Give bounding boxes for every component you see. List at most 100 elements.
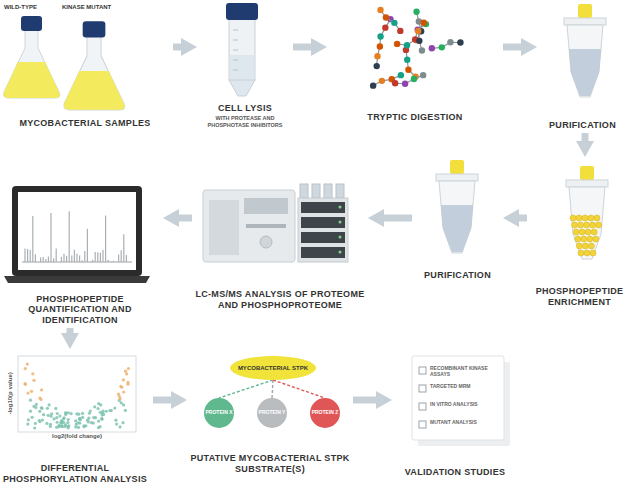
flow-arrow: [67, 328, 74, 337]
data-point: [115, 422, 118, 425]
data-point: [87, 420, 90, 423]
data-point: [67, 424, 70, 427]
data-point: [54, 407, 57, 410]
bead: [590, 222, 596, 228]
amino-acid: [373, 63, 379, 69]
data-point: [38, 420, 41, 423]
amino-acid: [394, 41, 400, 47]
peptide-bond: [397, 24, 426, 45]
data-point: [58, 424, 61, 427]
flow-arrow: [582, 133, 589, 145]
data-point: [81, 412, 84, 415]
flow-arrow: [153, 397, 175, 404]
data-point: [100, 418, 103, 421]
data-point: [92, 422, 95, 425]
spectrum-peak: [76, 254, 77, 262]
data-point: [93, 405, 96, 408]
data-point: [57, 425, 60, 428]
spectrum-peak: [82, 260, 83, 262]
data-point: [40, 388, 43, 391]
spectrum-peak: [53, 258, 54, 262]
substrate-step: PUTATIVE MYCOBACTERIAL STPK SUBSTRATE(S)…: [190, 352, 350, 474]
data-point: [105, 410, 108, 413]
amino-acid: [411, 76, 417, 82]
amino-acid: [374, 53, 380, 59]
data-point: [26, 422, 29, 425]
data-point: [58, 414, 61, 417]
data-point: [42, 413, 45, 416]
spectrum-peak: [37, 261, 38, 263]
data-point: [27, 418, 30, 421]
amino-acid: [392, 80, 398, 86]
step-caption: PURIFICATION: [540, 120, 625, 130]
data-point: [75, 423, 78, 426]
flask-label: WILD-TYPE: [4, 4, 54, 11]
data-point: [34, 422, 37, 425]
amino-acid: [457, 39, 463, 45]
amino-acid: [439, 44, 445, 50]
spectrum-peak: [95, 252, 96, 262]
flask-wild-type: [4, 16, 60, 98]
spectrum-peak: [118, 254, 119, 262]
step-caption: PHOSPHOPEPTIDE QUANTIFICATION AND IDENTI…: [0, 294, 160, 325]
data-point: [24, 383, 27, 386]
bead: [578, 250, 584, 256]
node-label: MYCOBACTERIAL STPK: [238, 365, 308, 372]
volcano-dots: [23, 363, 130, 430]
amino-acid: [398, 72, 404, 78]
bead: [588, 215, 594, 221]
amino-acid: [391, 20, 397, 26]
spectrum-peak: [27, 249, 28, 262]
spectrum-peak: [123, 234, 124, 262]
axis-label: log2(fold change): [18, 433, 136, 440]
protein-circle: PROTEIN Y: [257, 398, 287, 428]
spectrum-peak: [50, 213, 51, 262]
peptide-bond: [418, 23, 424, 51]
flow-arrow: [173, 44, 185, 51]
node-label: PROTEIN X: [206, 410, 233, 416]
amino-acid: [383, 14, 389, 20]
data-point: [100, 417, 103, 420]
spectrum-peak: [108, 260, 109, 262]
peptide-bond: [395, 75, 423, 84]
bead: [582, 243, 588, 249]
flow-arrow: [293, 44, 315, 51]
bead: [570, 215, 576, 221]
bead: [573, 229, 579, 235]
bead: [576, 243, 582, 249]
data-point: [38, 419, 41, 422]
data-point: [118, 395, 121, 398]
data-point: [63, 425, 66, 428]
data-point: [26, 363, 29, 366]
spectrum-peak: [48, 256, 49, 262]
bead: [579, 229, 585, 235]
data-point: [56, 421, 59, 424]
data-point: [46, 407, 49, 410]
spectrum-peak: [66, 256, 67, 262]
spectrum-peak: [92, 260, 93, 262]
data-point: [40, 406, 43, 409]
data-point: [124, 370, 127, 373]
amino-acid: [382, 24, 388, 30]
bead: [588, 243, 594, 249]
data-point: [81, 416, 84, 419]
amino-acid: [377, 7, 383, 13]
spectrum-peak: [110, 261, 111, 263]
data-point: [35, 403, 38, 406]
data-point: [113, 407, 116, 410]
spectrum-peak: [63, 254, 64, 262]
step-caption: MYCOBACTERIAL SAMPLES: [0, 118, 170, 128]
spectrum-peak: [74, 250, 75, 262]
data-point: [125, 372, 128, 375]
bead: [587, 236, 593, 242]
data-point: [126, 381, 129, 384]
bead: [578, 222, 584, 228]
spectrum-peak: [126, 255, 127, 262]
spectrum-peak: [113, 261, 114, 262]
protein-circle: PROTEIN X: [204, 398, 234, 428]
amino-acid: [402, 81, 408, 87]
peptide-bond: [432, 42, 461, 48]
amino-acid: [447, 39, 453, 45]
amino-acid: [377, 33, 383, 39]
hplc-stack: [298, 184, 348, 262]
